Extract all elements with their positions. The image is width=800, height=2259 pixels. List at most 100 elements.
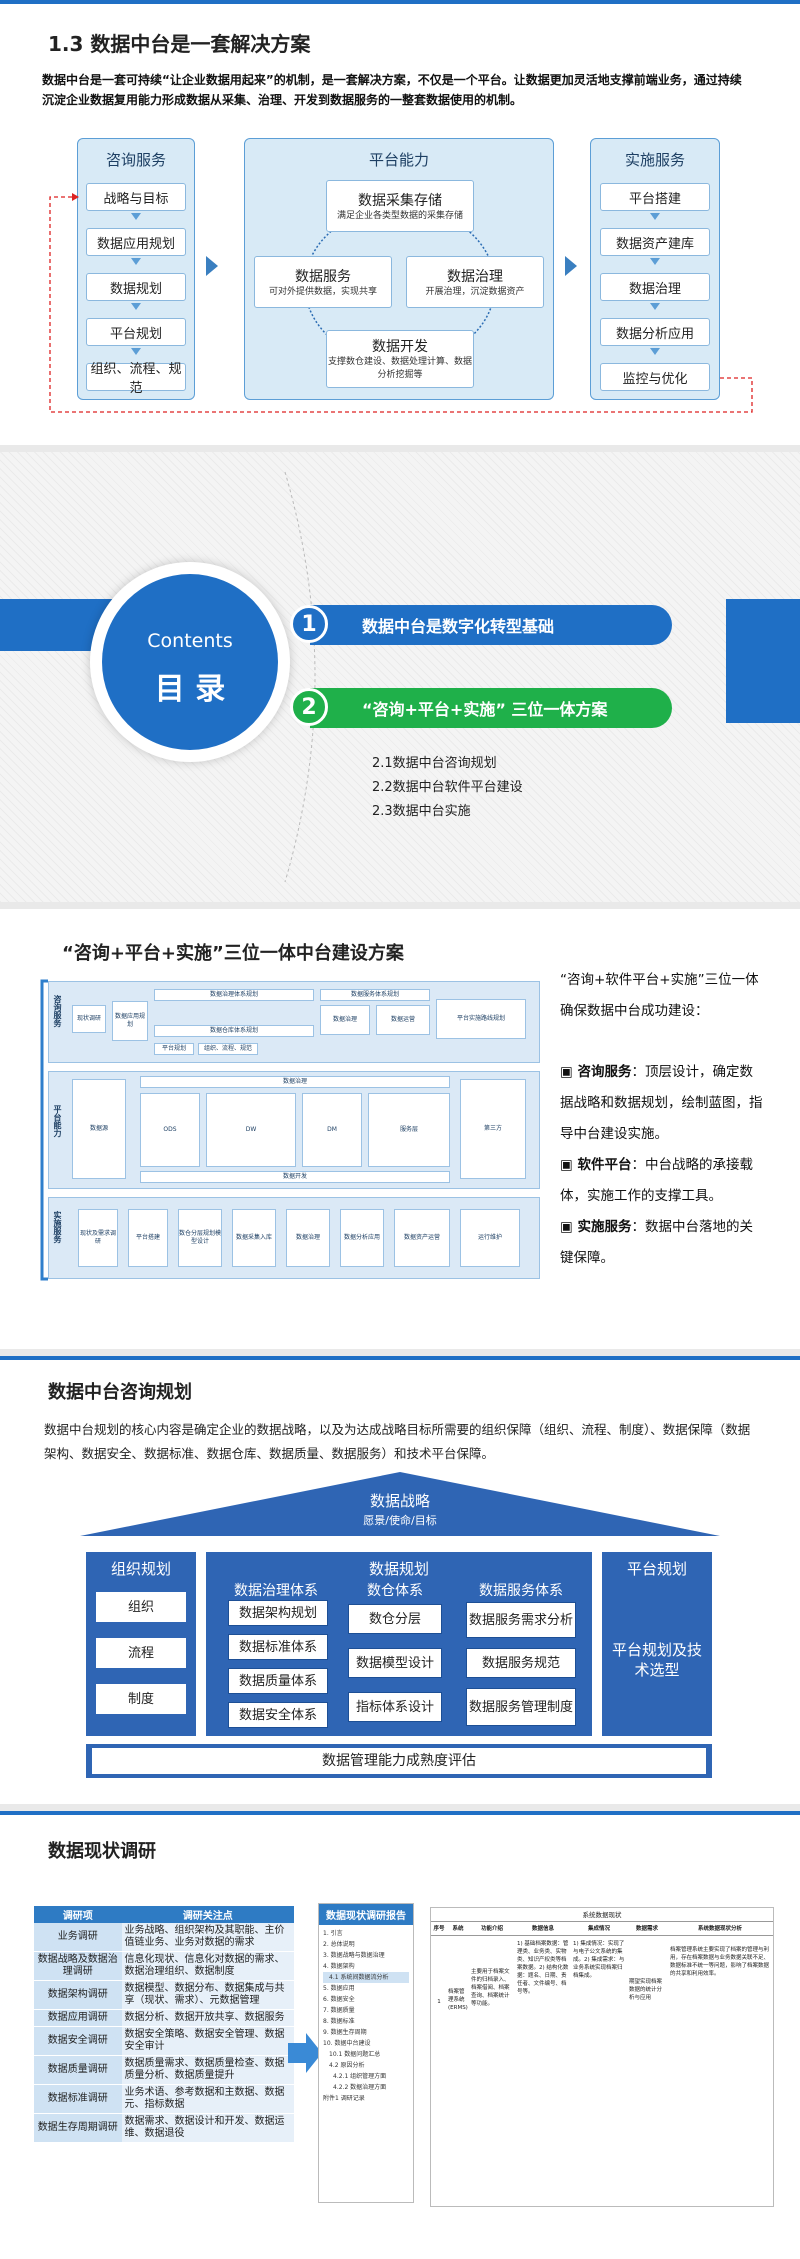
toc-item[interactable]: 5. 数据应用 [323,1985,355,1992]
org-item: 流程 [96,1638,186,1668]
svc-title: 数据服务体系 [479,1583,563,1599]
report-table-header: 序号 系统 功能介绍 数据信息 集成情况 数据需求 系统数据现状分析 [431,1922,773,1936]
diagram-box: DM [302,1093,362,1167]
toc-item[interactable]: 2. 总体说明 [323,1941,355,1948]
report-col: 功能介绍 [480,1926,503,1932]
bullet-text: ：顶层设计，确定数据战略和数据规划，绘制蓝图，指导中台建设实施。 [560,1064,763,1142]
diagram-box: 第三方 [460,1079,526,1179]
contents-cn: 目 录 [154,672,226,707]
toc-item[interactable]: 附件1 调研记录 [323,2095,365,2102]
report-col: 数据需求 [635,1926,658,1932]
row-label-consult: 咨询服务 [53,995,62,1027]
report-table-group: 系统数据现状 [431,1908,773,1922]
maturity-assessment: 数据管理能力成熟度评估 [92,1748,706,1774]
contents-item-2[interactable]: “咨询+平台+实施” 三位一体方案 [310,688,672,728]
down-arrow [650,303,660,310]
diagram-box: 现状调研 [72,1005,106,1033]
toc-item-selected[interactable]: 4.1 系统间数据流分析 [323,1972,409,1983]
diagram-box: 数据治理 [286,1209,330,1267]
top-accent-bar [0,0,800,4]
contents-num-2: 2 [290,688,328,726]
survey-focus: 数据模型、数据分布、数据集成与共享（现状、需求）、元数据管理 [121,1980,294,2010]
contents-item-1[interactable]: 数据中台是数字化转型基础 [310,605,672,645]
survey-item: 数据应用调研 [34,2009,122,2027]
toc-item[interactable]: 10. 数据中台建设 [323,2040,371,2047]
contents-subitem[interactable]: 2.3数据中台实施 [372,804,471,819]
org-title: 组织规划 [110,1560,171,1578]
toc-item[interactable]: 3. 数据战略与数据治理 [323,1952,385,1959]
data-title: 数据规划 [368,1560,429,1578]
survey-col-header: 调研项 [34,1906,122,1923]
report-row: 1 档案管理系统(ERMS) 主要用于档案文件的归档录入、档案借阅、档案查询、档… [431,1938,773,2012]
contents-subitem[interactable]: 2.2数据中台软件平台建设 [372,780,523,795]
toc-item[interactable]: 4.2.2 数据治理方面 [333,2084,387,2091]
toc-item[interactable]: 4. 数据架构 [323,1963,355,1970]
right-band [726,599,800,723]
report-cell: 期望实现档案数据的统计分析与应用 [629,1979,663,2001]
impl-panel: 实施服务 [590,138,720,400]
bullet-text: ：数据中台落地的关键保障。 [560,1219,753,1266]
datadev-title: 数据开发 [372,339,428,355]
slide4-title: 数据中台咨询规划 [48,1382,192,1403]
slide5-title: 数据现状调研 [48,1841,156,1862]
contents-en: Contents [147,630,233,652]
down-arrow [131,303,141,310]
slide-contents: Contents 目 录 数据中台是数字化转型基础 1 “咨询+平台+实施” 三… [0,452,800,902]
right-arrow [565,256,577,276]
gov-item: 数据标准体系 [228,1634,328,1660]
slide-status-survey: 数据现状调研 调研项 调研关注点 业务调研业务战略、组织架构及其职能、主价值链业… [0,1811,800,2259]
consult-panel: 咨询服务 [77,138,195,400]
diagram-box: 服务层 [368,1093,450,1167]
table-row: 数据架构调研数据模型、数据分布、数据集成与共享（现状、需求）、元数据管理 [34,1980,294,2010]
consult-panel-title: 咨询服务 [105,151,166,169]
contents-sublist: 2.1数据中台咨询规划 2.2数据中台软件平台建设 2.3数据中台实施 [372,752,523,824]
report-toc: 数据现状调研报告 1. 引言 2. 总体说明 3. 数据战略与数据治理 4. 数… [318,1903,414,2203]
consult-item: 数据应用规划 [86,228,186,256]
collect-title: 数据采集存储 [358,192,442,209]
toc-item[interactable]: 6. 数据安全 [323,1996,355,2003]
org-item: 制度 [96,1684,186,1714]
svc-item: 数据服务需求分析 [466,1602,576,1638]
report-col: 系统 [452,1926,464,1932]
svc-item: 数据服务管理制度 [466,1688,576,1726]
gov-item: 数据安全体系 [228,1702,328,1728]
top-accent-bar [0,1356,800,1360]
table-row: 数据战略及数据治理调研信息化现状、信息化对数据的需求、数据治理组织、数据制度 [34,1951,294,1981]
slide3-bullets: ▣ 咨询服务：顶层设计，确定数据战略和数据规划，绘制蓝图，指导中台建设实施。 ▣… [560,1057,766,1274]
toc-item[interactable]: 8. 数据标准 [323,2018,355,2025]
impl-item: 平台搭建 [600,183,710,211]
diagram-box: 平台实施路线规划 [436,999,526,1039]
down-arrow [650,348,660,355]
toc-item[interactable]: 10.1 数据问题汇总 [329,2051,381,2058]
survey-item: 数据生存周期调研 [34,2113,122,2143]
diagram-box: 数据开发 [140,1171,450,1183]
row-label-platform: 平台能力 [53,1105,62,1137]
report-table: 系统数据现状 序号 系统 功能介绍 数据信息 集成情况 数据需求 系统数据现状分… [430,1907,774,2207]
bullet-item: ▣ 软件平台：中台战略的承接载体，实施工作的支撑工具。 [560,1157,753,1204]
contents-num-1: 1 [290,605,328,643]
diagram-box: 数仓分层规划模型设计 [178,1209,222,1267]
slide3-title: “咨询+平台+实施”三位一体中台建设方案 [62,943,404,964]
survey-focus: 数据质量需求、数据质量检查、数据质量分析、数据质量提升 [121,2055,294,2085]
toc-item[interactable]: 7. 数据质量 [323,2007,355,2014]
strategy-title: 数据战略 [369,1492,430,1510]
toc-item[interactable]: 4.2 原因分析 [329,2062,365,2069]
down-arrow [650,258,660,265]
report-col: 序号 [433,1926,445,1932]
diagram-box: 数据源 [72,1079,126,1179]
table-row: 数据质量调研数据质量需求、数据质量检查、数据质量分析、数据质量提升 [34,2055,294,2085]
gov-item: 数据质量体系 [228,1668,328,1694]
toc-item[interactable]: 9. 数据生存周期 [323,2029,367,2036]
table-row: 业务调研业务战略、组织架构及其职能、主价值链业务、业务对数据的需求 [34,1923,294,1952]
survey-focus: 业务战略、组织架构及其职能、主价值链业务、业务对数据的需求 [121,1923,294,1952]
datagov-title: 数据治理 [447,268,503,285]
contents-subitem[interactable]: 2.1数据中台咨询规划 [372,756,497,771]
contents-circle [102,574,278,750]
toc-item[interactable]: 4.2.1 组织管理方面 [333,2073,387,2080]
survey-focus: 数据需求、数据设计和开发、数据运维、数据退役 [121,2113,294,2143]
plat-column [602,1552,712,1736]
table-row: 数据安全调研数据安全策略、数据安全管理、数据安全审计 [34,2026,294,2056]
toc-item[interactable]: 1. 引言 [323,1930,343,1937]
org-item: 组织 [96,1592,186,1622]
plat-body: 平台规划及技术选型 [611,1641,702,1679]
